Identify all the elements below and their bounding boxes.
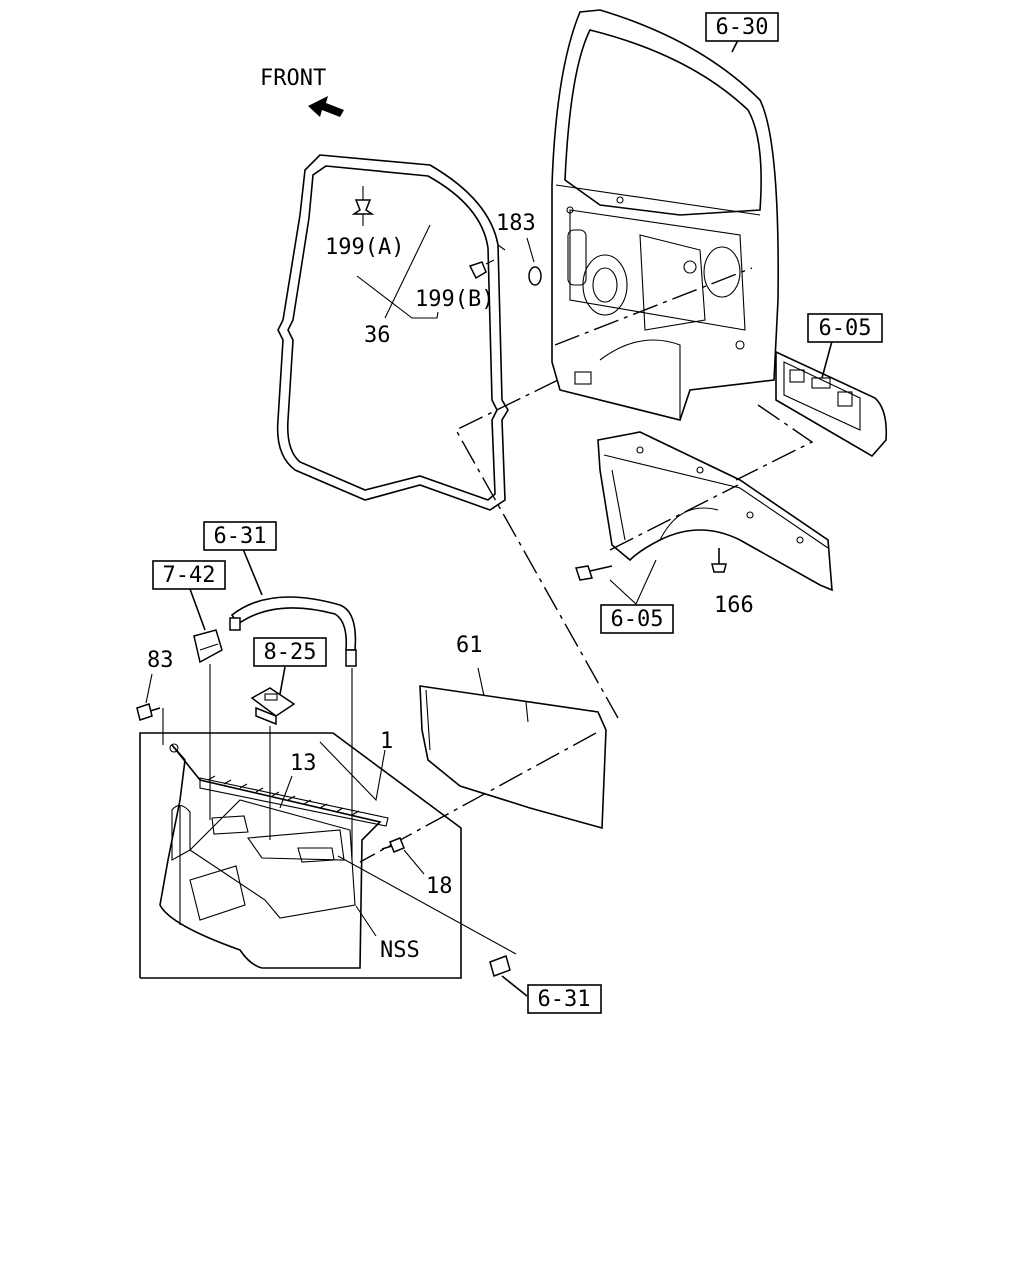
ref-box-inside-handle: 7-42	[152, 560, 226, 590]
door-shell	[551, 9, 779, 421]
callout-36: 36	[364, 323, 391, 348]
window-switch	[250, 687, 296, 726]
ref-box-cab-side-lower: 6-05	[600, 604, 674, 634]
bolt-166	[711, 548, 727, 573]
screw-83	[136, 703, 161, 721]
cap-part	[489, 955, 511, 977]
ref-box-door-panel: 6-30	[705, 12, 779, 42]
ref-grip-handle: 6-31	[214, 524, 267, 549]
ref-cap: 6-31	[538, 987, 591, 1012]
bolt-605	[575, 565, 613, 581]
door-trim-panel	[159, 743, 389, 969]
callout-61: 61	[456, 633, 483, 658]
callout-18: 18	[426, 874, 453, 899]
ref-cab-side-upper: 6-05	[819, 316, 872, 341]
ref-box-grip-handle: 6-31	[203, 521, 277, 551]
ref-cab-side-lower: 6-05	[611, 607, 664, 632]
inside-handle	[193, 629, 223, 664]
clip-199a	[351, 186, 375, 226]
ref-door-panel: 6-30	[716, 15, 769, 40]
ref-inside-handle: 7-42	[163, 563, 216, 588]
callout-199b: 199(B)	[415, 287, 494, 312]
leader-199	[356, 275, 439, 319]
leader-36	[384, 224, 431, 319]
callout-183: 183	[496, 211, 536, 236]
callout-nss: NSS	[380, 938, 420, 963]
weatherstrip-36	[276, 154, 509, 511]
ref-box-cap: 6-31	[527, 984, 602, 1014]
callout-83: 83	[147, 648, 174, 673]
callout-1: 1	[380, 729, 393, 754]
clip-199b	[468, 259, 495, 280]
grip-handle	[229, 596, 357, 667]
screw-18	[381, 837, 405, 853]
ref-box-window-switch: 8-25	[253, 637, 327, 667]
ref-window-switch: 8-25	[264, 640, 317, 665]
cab-side-lower	[597, 431, 833, 592]
align-line-cab	[735, 404, 814, 481]
plug-183	[528, 266, 542, 286]
front-label: FRONT	[260, 66, 326, 91]
ref-box-cab-side-upper: 6-05	[807, 313, 883, 343]
front-arrow-icon	[308, 96, 344, 117]
align-line-main	[455, 379, 619, 719]
guide-cap	[337, 855, 517, 955]
callout-166: 166	[714, 593, 754, 618]
sheet-61	[419, 685, 607, 830]
callout-13: 13	[290, 751, 317, 776]
callout-199a: 199(A)	[325, 235, 404, 260]
door-trim-box	[139, 732, 462, 979]
cab-side-upper	[775, 350, 888, 458]
